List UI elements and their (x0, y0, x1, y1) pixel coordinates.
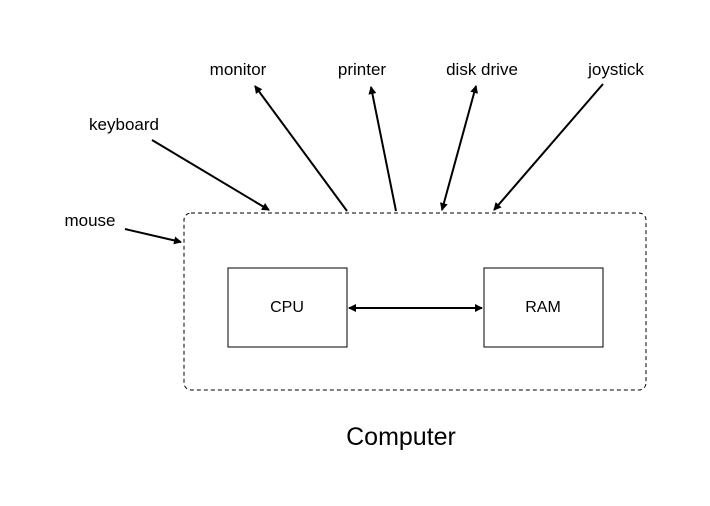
disk-drive-arrow (439, 85, 479, 211)
ram-label: RAM (525, 299, 561, 316)
printer-arrow (368, 86, 397, 212)
keyboard-arrow (151, 139, 270, 211)
computer-caption: Computer (346, 423, 456, 451)
computer-boundary (183, 212, 647, 391)
ram-box (483, 267, 604, 348)
printer-label: printer (338, 60, 387, 79)
disk-drive-label: disk drive (446, 60, 518, 79)
monitor-label: monitor (210, 60, 267, 79)
mouse-arrow (124, 228, 182, 245)
mouse-label: mouse (64, 211, 115, 230)
monitor-arrow (254, 85, 348, 212)
keyboard-label: keyboard (89, 115, 159, 134)
cpu-label: CPU (270, 299, 304, 316)
joystick-arrow (493, 83, 604, 211)
cpu-box (227, 267, 348, 348)
joystick-label: joystick (587, 60, 644, 79)
